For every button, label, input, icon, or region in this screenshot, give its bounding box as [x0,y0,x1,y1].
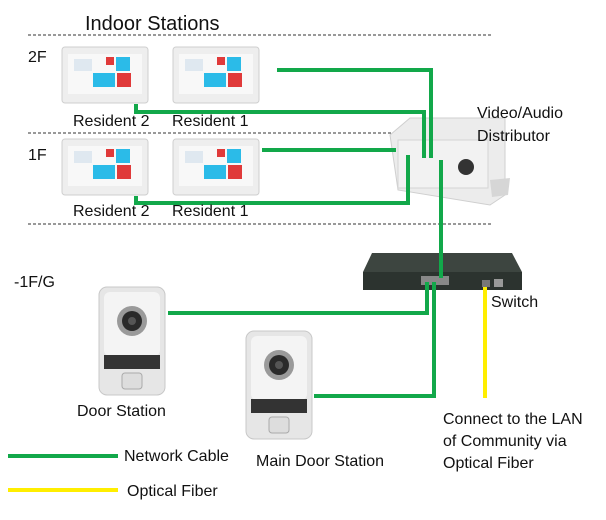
station-label: Resident 2 [73,113,150,130]
cable-2f-resident-1 [277,68,433,158]
cable-1f-resident-2 [134,155,410,205]
cable-main-door-station [314,282,436,398]
legend-fiber-label: Optical Fiber [127,483,218,500]
lan-note: of Community via [443,433,567,450]
door-station-device [98,286,166,396]
floor-label-2f: 2F [28,49,47,66]
station-label: Resident 2 [73,203,150,220]
page-title: Indoor Stations [85,13,220,35]
cable-2f-resident-2 [134,104,426,158]
distributor-label: Video/Audio [477,105,563,122]
distributor-label: Distributor [477,128,551,145]
video-audio-distributor [389,117,510,206]
indoor-station-1f-resident-2 [61,138,149,196]
legend-network-label: Network Cable [124,448,229,465]
network-cables [134,68,443,398]
station-label: Resident 1 [172,113,249,130]
main-door-station-device [245,330,313,440]
floor-label-1f: 1F [28,147,47,164]
door-station-label: Door Station [77,403,166,420]
lan-note: Connect to the LAN [443,411,583,428]
station-label: Resident 1 [172,203,249,220]
lan-note: Optical Fiber [443,455,534,472]
cable-door-station [168,282,429,315]
switch-label: Switch [491,294,538,311]
indoor-station-2f-resident-1 [172,46,260,104]
main-door-station-label: Main Door Station [256,453,384,470]
indoor-station-1f-resident-1 [172,138,260,196]
indoor-station-2f-resident-2 [61,46,149,104]
floor-label-basement: -1F/G [14,274,55,291]
